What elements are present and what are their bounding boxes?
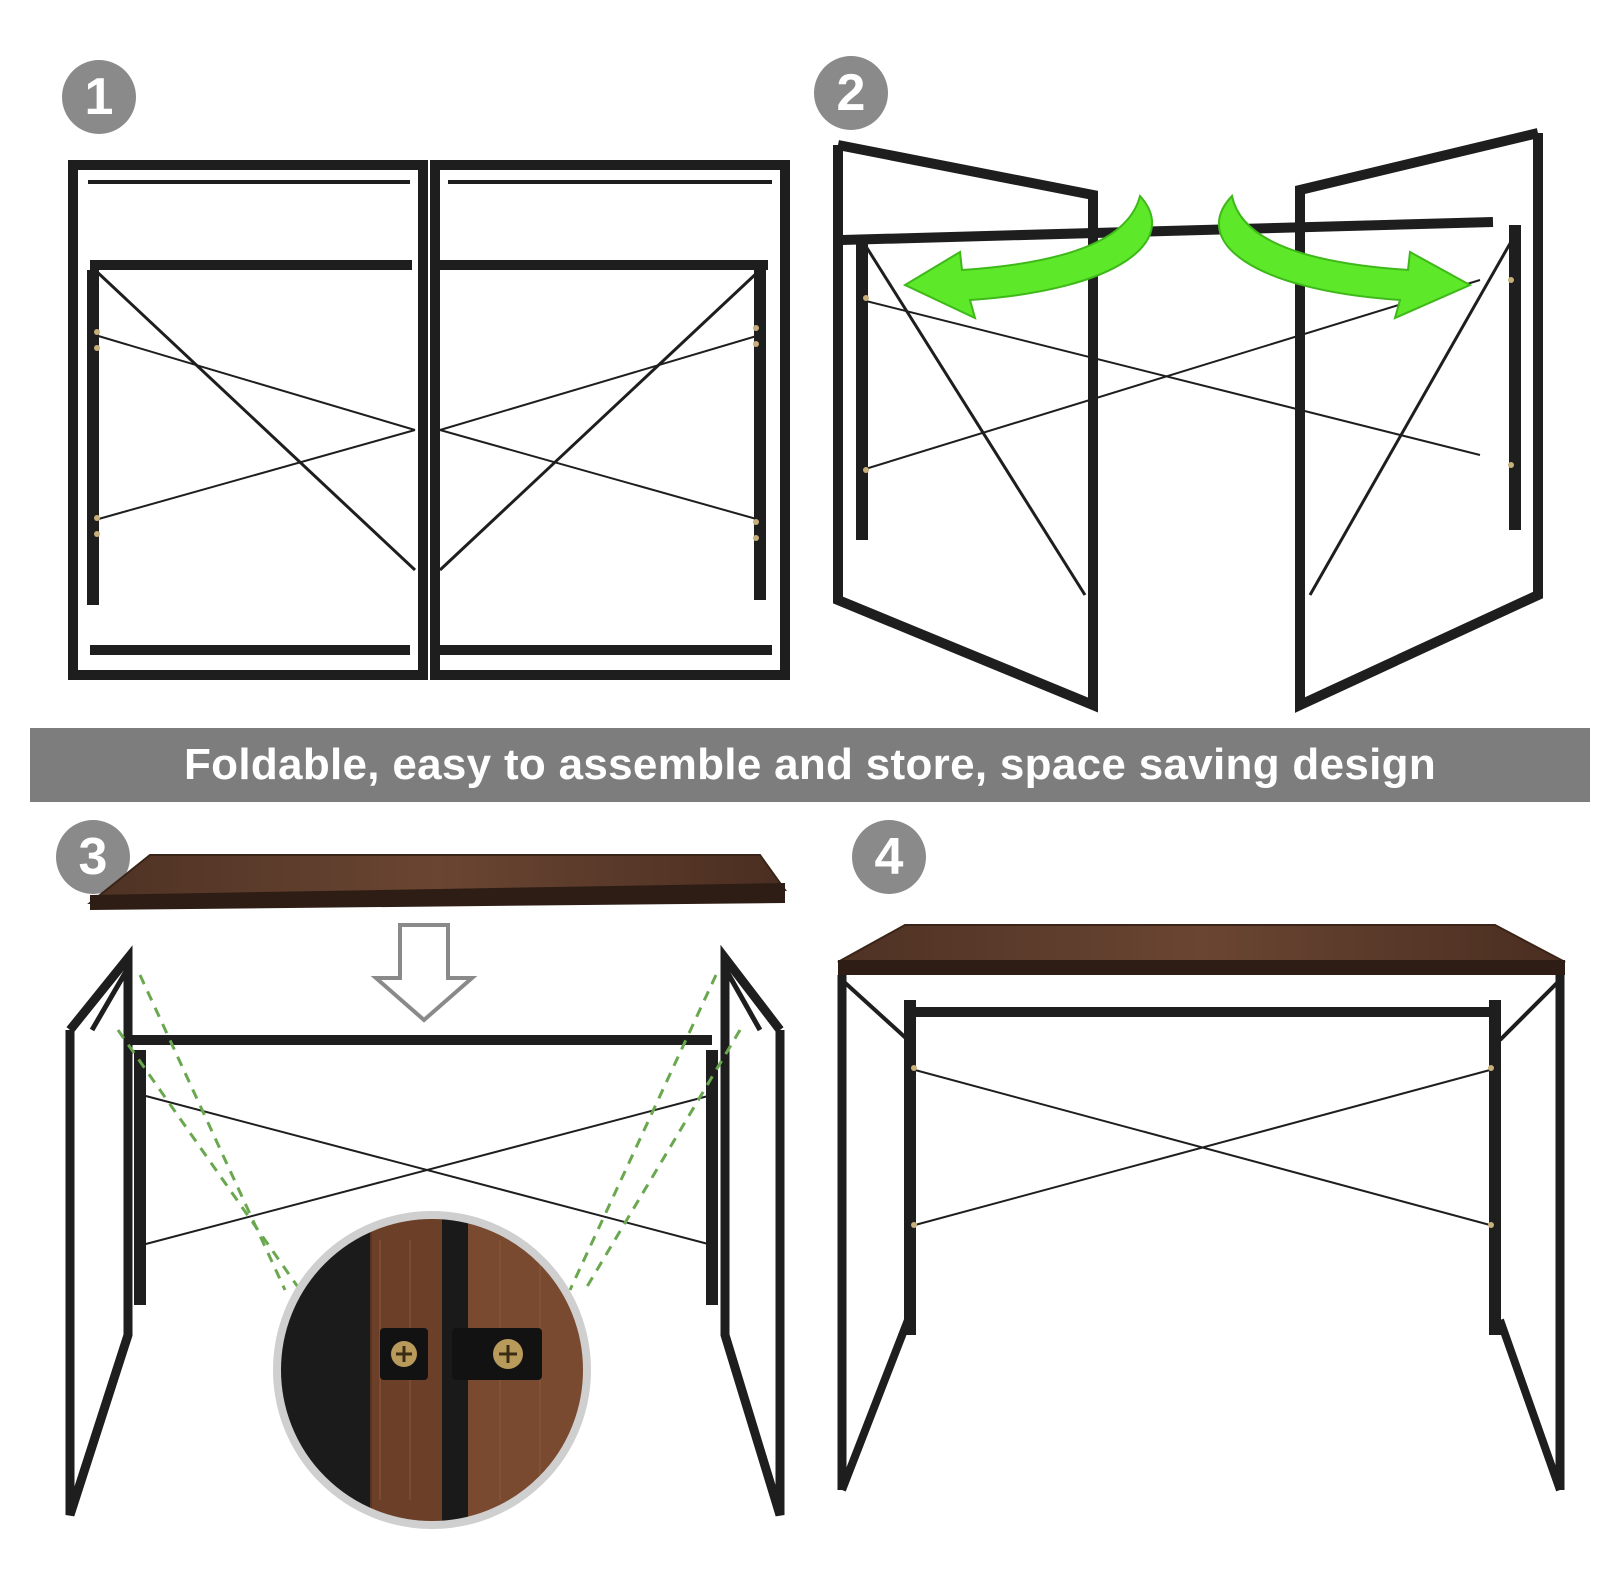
step-4-assembled-desk [837, 924, 1566, 1492]
feature-banner: Foldable, easy to assemble and store, sp… [30, 728, 1590, 802]
down-arrow-icon [370, 923, 478, 1023]
step-4-badge: 4 [852, 820, 926, 894]
step-1-badge: 1 [62, 60, 136, 134]
step-1-folded-frame [68, 160, 790, 680]
step-2-badge: 2 [814, 56, 888, 130]
step-3-placing-top [65, 854, 787, 1529]
step-2-unfolding-frame [833, 128, 1543, 713]
right-curved-arrow-icon [1217, 193, 1473, 320]
left-curved-arrow-icon [902, 193, 1153, 320]
desk-top-board [837, 924, 1566, 963]
hinge-screw-closeup [280, 1218, 584, 1522]
